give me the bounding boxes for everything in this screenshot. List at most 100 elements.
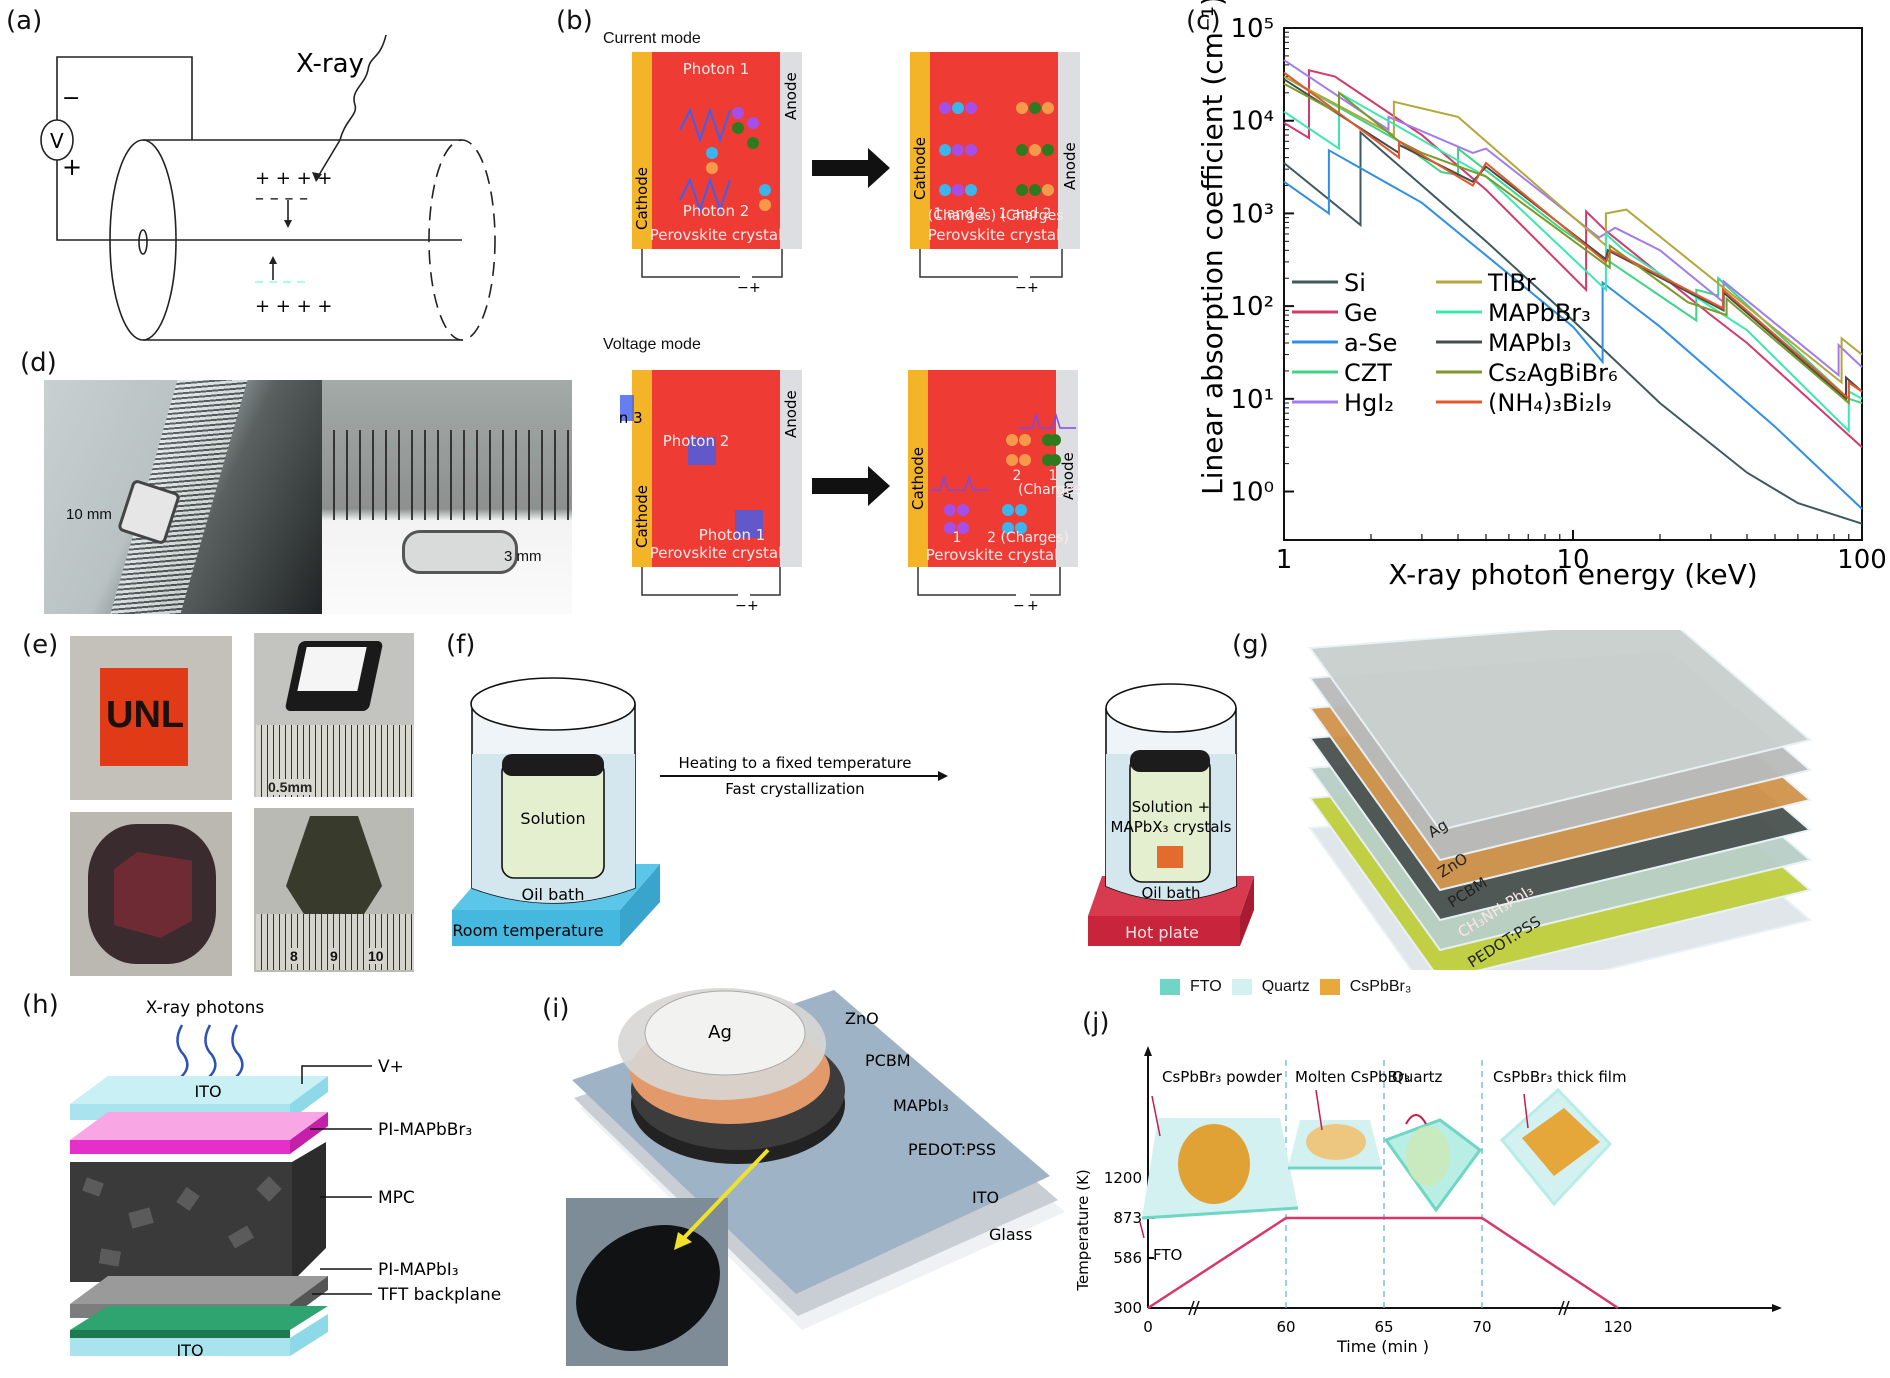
y-tick-label: 873 — [1113, 1209, 1142, 1227]
panel-label-d: (d) — [20, 348, 57, 378]
chart-y-axis-label: Linear absorption coefficient (cm⁻¹) — [1196, 0, 1229, 495]
molten-cspbbr3 — [1306, 1124, 1366, 1160]
xray-photon-arrows — [176, 1024, 244, 1078]
x-tick-label: 10 — [1556, 545, 1589, 575]
cspbbr3-powder — [1178, 1124, 1250, 1204]
plot-frame — [1283, 27, 1863, 541]
ito-bottom-label: ITO — [176, 1341, 203, 1360]
vial-cap — [502, 754, 604, 776]
charge-carriers — [620, 102, 1061, 538]
panel-label-c: (c) — [1186, 6, 1221, 36]
chart-j-x-label: Time (min ) — [1336, 1337, 1429, 1356]
axis-break — [1188, 1300, 1195, 1316]
ito-bottom-layer — [70, 1338, 290, 1356]
hot-plate — [1088, 916, 1240, 946]
panel-j-legend: FTO Quartz CsPbBr₃ — [1130, 978, 1411, 996]
charges-paren-right: (Charges — [1001, 208, 1064, 224]
x-tick-label: 100 — [1837, 545, 1887, 575]
callout-mpc: MPC — [378, 1188, 415, 1208]
circuit-wire-bottom — [56, 160, 462, 241]
vm-bottom-num-1: 1 — [953, 530, 962, 546]
mapbx3-crystal — [1157, 846, 1183, 868]
legend-label-quartz: Quartz — [1261, 978, 1310, 995]
minus-sign: − — [62, 86, 80, 111]
anode-label: Anode — [1059, 452, 1077, 500]
ruler-num: 10 — [368, 948, 384, 964]
series-line--nh-bi-i- — [1283, 71, 1863, 401]
process-arrow-current — [812, 148, 890, 188]
stage-label-quartz: Quartz — [1392, 1068, 1443, 1086]
layer-label-pcbm: PCBM — [865, 1051, 911, 1070]
terminal-minus: − — [735, 598, 747, 614]
y-axis-arrow — [1144, 1046, 1152, 1056]
mpc-layer — [70, 1162, 292, 1282]
y-tick-label: 10¹ — [1230, 385, 1274, 415]
crystal-text: UNL — [106, 694, 185, 736]
vm-top-num-2: 2 — [1013, 468, 1022, 484]
process-arrow-voltage — [812, 466, 890, 506]
terminal-plus: + — [1027, 280, 1039, 296]
anode-label: Anode — [1061, 142, 1079, 190]
charges-group-left: 1 and 2 — [933, 206, 986, 222]
layer-label-ito: ITO — [972, 1188, 999, 1207]
legend-label: MAPbBr₃ — [1488, 299, 1591, 327]
panel-label-i: (i) — [542, 994, 570, 1024]
plus-sign: + — [62, 153, 82, 181]
legend-swatch-quartz — [1231, 979, 1252, 995]
crystal-label: Perovskite crystal — [650, 226, 783, 244]
series-line-a-se — [1283, 148, 1863, 510]
cathode-label: Cathode — [633, 167, 651, 230]
solution-label: Solution — [520, 809, 585, 828]
terminal-plus: + — [749, 280, 761, 296]
cathode-label: Cathode — [633, 485, 651, 548]
charges-paren-left: (Charges) — [928, 208, 996, 224]
temperature-profile-line — [1147, 1216, 1619, 1310]
positive-charges-top: + + + + — [255, 168, 333, 189]
legend-label: Cs₂AgBiBr₆ — [1488, 359, 1618, 387]
crystal-photo-black-square: 0.5mm — [254, 633, 414, 797]
xray-label: X-ray — [296, 49, 364, 79]
voltmeter — [40, 119, 74, 161]
vm-top-num-1: 1 — [1049, 468, 1058, 484]
crystal-photo-ruler: 10 mm — [44, 380, 322, 614]
series-line-si — [1283, 130, 1863, 525]
crystal-photo-red: UNL — [70, 636, 232, 800]
vm-top-charges: (Charges — [1018, 482, 1081, 498]
axis-break — [1563, 1300, 1570, 1316]
legend-label: CZT — [1344, 359, 1392, 387]
panel-label-b: (b) — [556, 6, 593, 36]
x-tick-label: 65 — [1374, 1318, 1393, 1336]
chart-x-axis-label: X-ray photon energy (keV) — [1388, 558, 1757, 591]
y-tick-label: 10⁰ — [1230, 478, 1274, 508]
xray-arrowhead — [312, 172, 322, 182]
voltmeter-label: V — [50, 129, 64, 153]
drift-arrow-down — [284, 220, 292, 228]
crystal-label: Perovskite crystal — [650, 544, 783, 562]
panel-label-e: (e) — [22, 630, 59, 660]
panel-b-diagram: Photon 1 Photon 2 Perovskite crystal Per… — [620, 52, 1081, 614]
legend-label-fto: FTO — [1190, 978, 1222, 995]
room-temp-plate — [452, 910, 620, 946]
legend-label: Si — [1344, 269, 1366, 297]
absorption-chart: Linear absorption coefficient (cm⁻¹) X-r… — [1196, 0, 1887, 591]
scale-bar-10mm: 10 mm — [66, 506, 112, 523]
fto-callout-label: FTO — [1153, 1246, 1182, 1264]
legend-swatch-fto — [1160, 979, 1180, 995]
ruler-num: 9 — [330, 948, 338, 964]
voltage-mode-device-after — [908, 370, 1078, 596]
x-tick-label: 70 — [1472, 1318, 1491, 1336]
drift-arrow-up — [269, 256, 277, 264]
crystal-photo-side: 3 mm — [322, 380, 572, 614]
terminal-minus: − — [1013, 598, 1025, 614]
photon1-label: Photon 1 — [683, 60, 750, 78]
panel-f-right-setup: Solution + MAPbX₃ crystals Oil bath Hot … — [1088, 683, 1254, 946]
stage-label-molten: Molten CsPbBr₃ — [1295, 1068, 1410, 1086]
layer-ag — [1308, 630, 1813, 832]
crystal-photo-dark-red — [70, 812, 232, 976]
pi-mapbbr3-layer — [70, 1140, 290, 1154]
y-tick-label: 1200 — [1104, 1169, 1142, 1187]
legend-label: TlBr — [1487, 269, 1536, 297]
solution-crystals-label-1: Solution + — [1132, 798, 1210, 816]
cathode-label: Cathode — [911, 137, 929, 200]
